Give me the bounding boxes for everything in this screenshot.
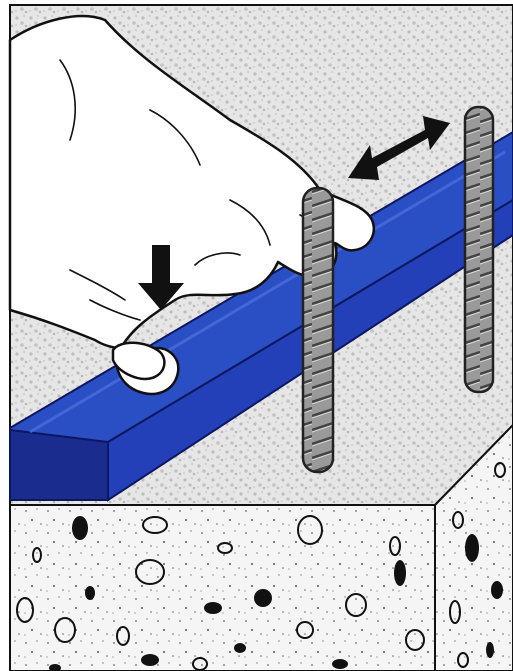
rebar-front: [303, 188, 333, 472]
concrete-front-face: [10, 505, 435, 671]
rebar-back: [465, 107, 493, 392]
